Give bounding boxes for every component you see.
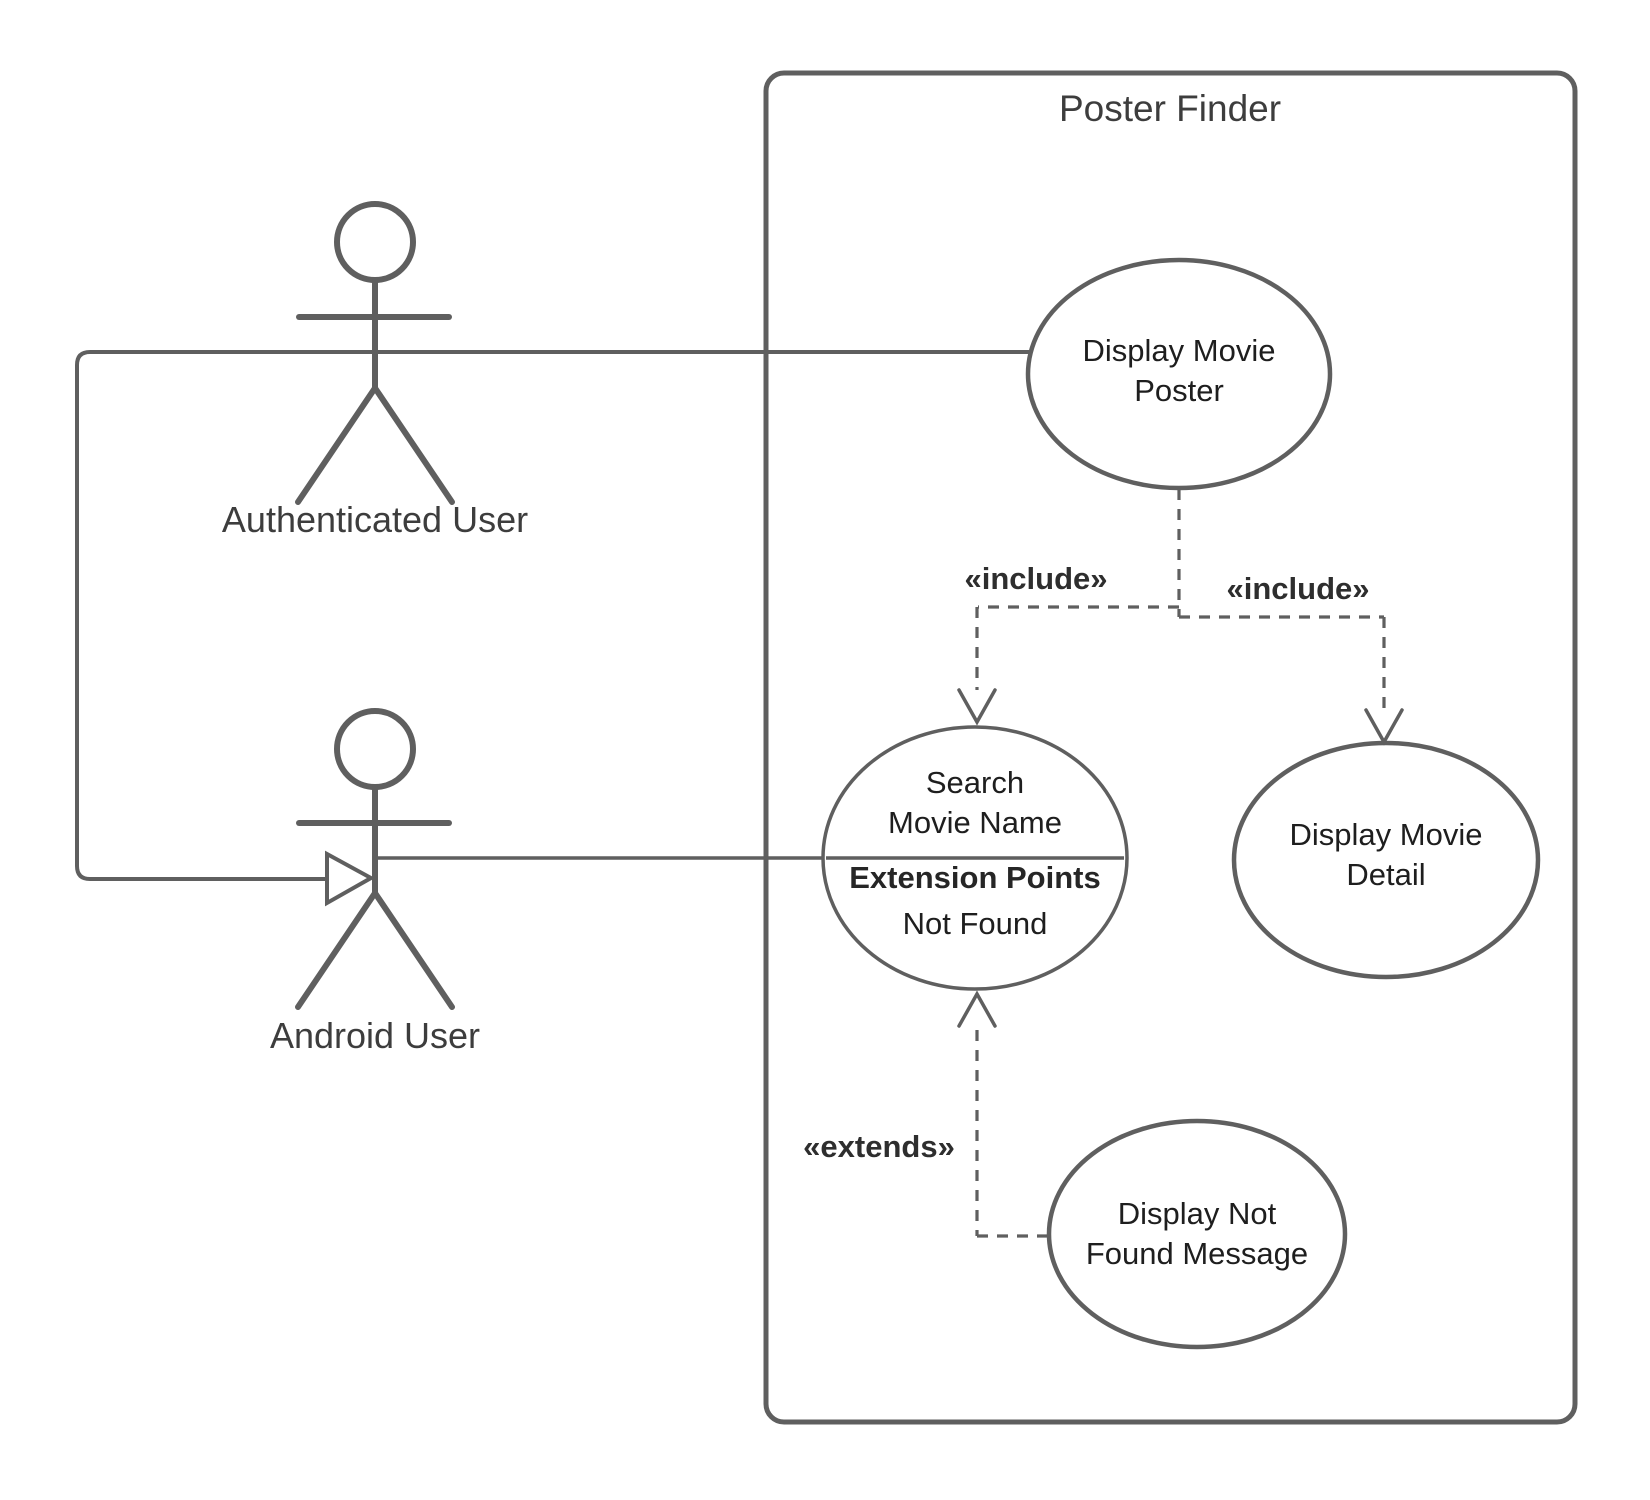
use-case-label-line: Display Movie [1290, 817, 1483, 852]
system-boundary-poster-finder[interactable]: Poster Finder [763, 70, 1578, 1425]
edge-include-poster-to-detail[interactable]: «include» [1179, 571, 1404, 746]
include-right-label: «include» [1227, 571, 1370, 606]
use-case-display-movie-poster[interactable] [1025, 257, 1333, 491]
use-case-label-line: Display Movie [1083, 333, 1276, 368]
use-case-label-line: Search [926, 765, 1024, 800]
use-case-display-movie-detail-label: Display Movie Detail [1290, 817, 1483, 892]
generalization-triangle-arrowhead-icon [325, 850, 376, 907]
extension-points-header: Extension Points [849, 860, 1100, 895]
use-case-display-not-found-message-label: Display Not Found Message [1086, 1196, 1308, 1271]
actor-head-icon [334, 201, 416, 283]
actor-authenticated-user[interactable]: Authenticated User [222, 201, 528, 540]
actor-authenticated-user-label: Authenticated User [222, 499, 528, 540]
use-case-search-movie-name-label: Search Movie Name Extension Points Not F… [849, 765, 1100, 941]
actor-android-user-label: Android User [270, 1015, 480, 1056]
include-left-label: «include» [965, 561, 1108, 596]
open-arrowhead-down-icon [1364, 708, 1404, 746]
open-arrowhead-up-icon [957, 990, 997, 1028]
edge-authenticated-user-association-and-generalization[interactable] [75, 350, 1031, 907]
system-boundary-box [763, 70, 1578, 1425]
actor-head-icon [334, 708, 416, 790]
use-case-display-not-found-message[interactable] [1046, 1118, 1348, 1350]
system-boundary-title: Poster Finder [1059, 88, 1281, 129]
use-case-label-line: Found Message [1086, 1236, 1308, 1271]
use-case-display-movie-poster-label: Display Movie Poster [1083, 333, 1276, 408]
actor-android-user[interactable]: Android User [270, 708, 480, 1056]
actor-legs-icon [295, 385, 455, 505]
use-case-label-line: Movie Name [888, 805, 1062, 840]
edge-include-poster-to-search[interactable]: «include» [957, 489, 1181, 726]
use-case-label-line: Display Not [1118, 1196, 1277, 1231]
actor-legs-icon [295, 890, 455, 1010]
use-case-display-movie-detail[interactable] [1231, 740, 1541, 980]
extension-point-item: Not Found [903, 906, 1048, 941]
generalization-path [75, 350, 1031, 881]
edge-extends-not-found-to-search[interactable]: «extends» [803, 990, 1048, 1238]
use-case-label-line: Detail [1346, 857, 1425, 892]
use-case-label-line: Poster [1134, 373, 1224, 408]
extends-label: «extends» [803, 1129, 955, 1164]
open-arrowhead-down-icon [957, 688, 997, 726]
